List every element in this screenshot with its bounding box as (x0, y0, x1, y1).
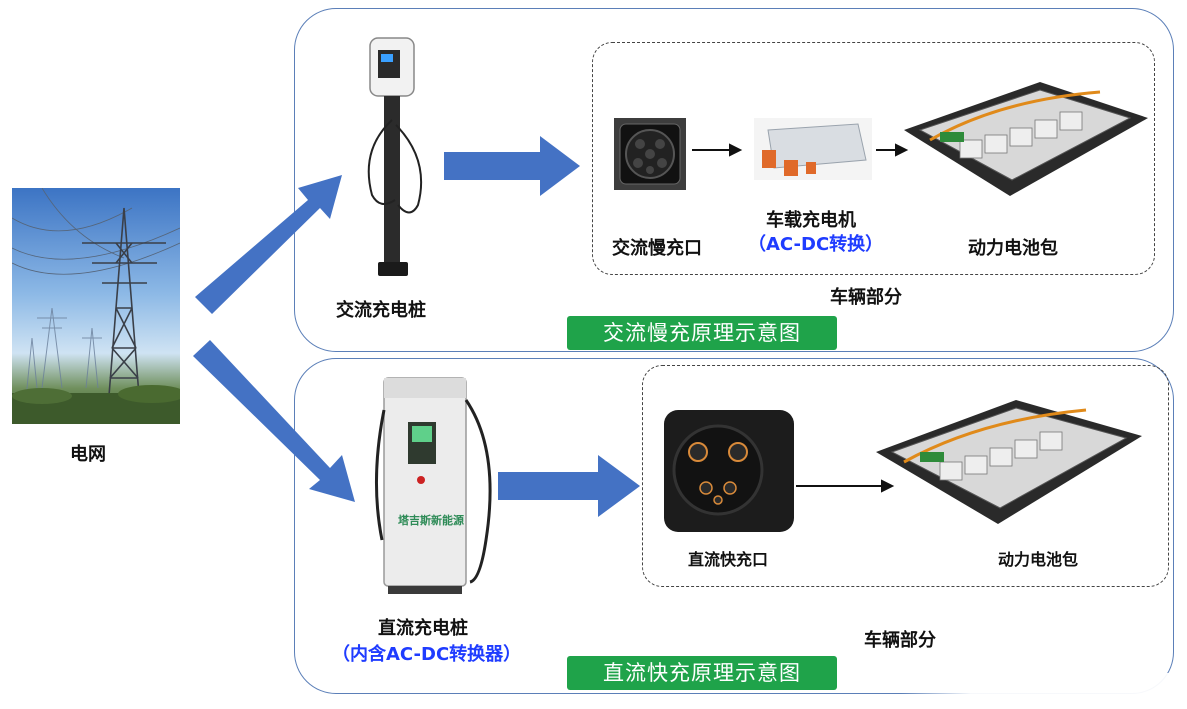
ac-pile-label: 交流充电桩 (336, 300, 426, 321)
dc-vehicle-label: 车辆部分 (864, 630, 936, 651)
ac-vehicle-label: 车辆部分 (830, 287, 902, 308)
ac-panel (294, 8, 1174, 352)
dc-pile-label: 直流充电桩 (378, 618, 468, 639)
dc-vehicle-box (642, 365, 1169, 587)
dc-charging-pile-icon (375, 377, 492, 594)
grid-label: 电网 (70, 444, 106, 465)
watermark-overlay (901, 673, 1181, 699)
obc-label: 车载充电机 (766, 210, 856, 231)
ac-port-label: 交流慢充口 (612, 238, 702, 259)
grid-to-dc-arrow (193, 340, 355, 502)
dc-pile-sub-label: （内含AC-DC转换器） (332, 644, 522, 665)
ac-charge-port-icon (614, 118, 686, 190)
dc-port-label: 直流快充口 (688, 550, 769, 569)
dc-pile-brand: 塔吉斯新能源 (398, 514, 464, 527)
dc-diagram-title: 直流快充原理示意图 (567, 656, 837, 690)
dc-panel (294, 358, 1174, 694)
ac-charging-pile-icon (367, 37, 423, 276)
dc-battery-label: 动力电池包 (998, 550, 1079, 569)
onboard-charger-icon (754, 118, 872, 180)
ac-vehicle-box (592, 42, 1155, 275)
ac-diagram-title: 交流慢充原理示意图 (567, 316, 837, 350)
dc-charge-port-icon (664, 410, 794, 532)
ac-battery-pack-icon (904, 82, 1148, 196)
ac-battery-label: 动力电池包 (968, 238, 1058, 259)
obc-sub-label: （AC-DC转换） (748, 234, 884, 255)
ac-pile-to-vehicle-arrow (444, 136, 580, 196)
transmission-tower-icon (12, 188, 180, 424)
dc-pile-to-vehicle-arrow (498, 455, 640, 517)
dc-battery-pack-icon (876, 400, 1142, 524)
grid-to-ac-arrow (195, 175, 342, 314)
power-grid-image (12, 188, 180, 424)
